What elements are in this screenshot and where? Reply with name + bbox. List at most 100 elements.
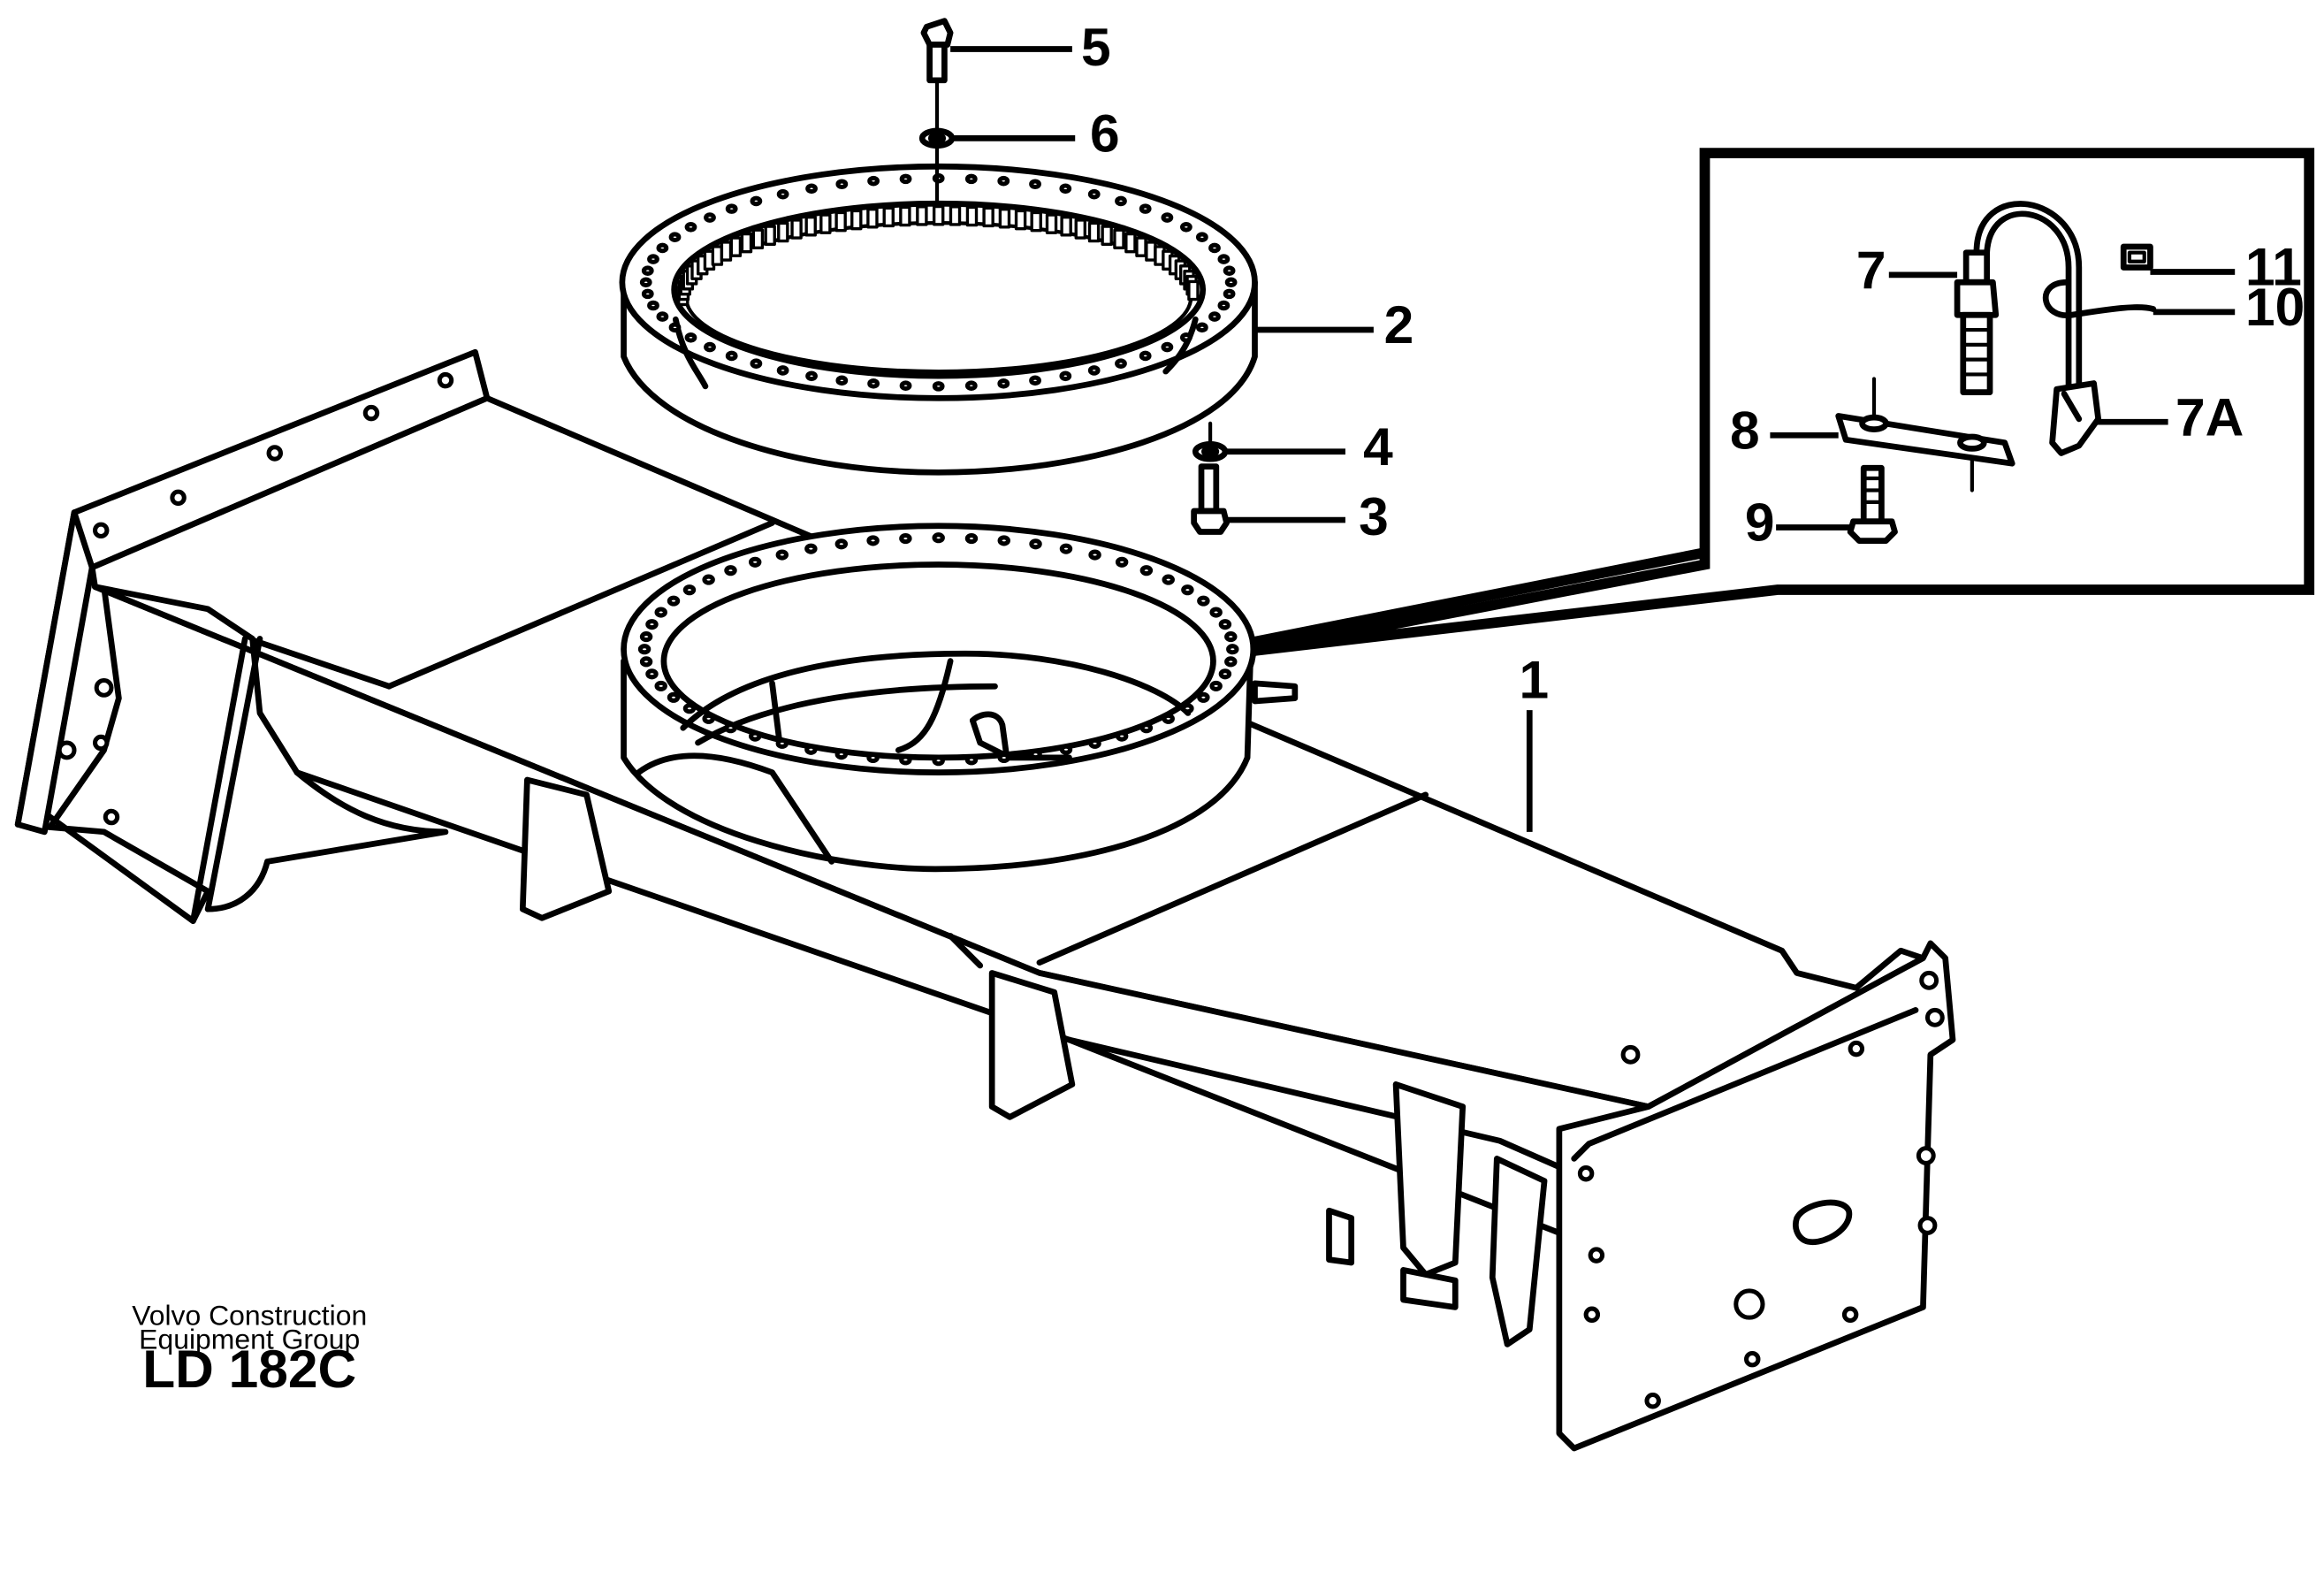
bolt-hole bbox=[1162, 574, 1175, 585]
bolt-hole bbox=[1087, 188, 1101, 200]
bolt-hole bbox=[1181, 584, 1194, 596]
bolt-hole bbox=[1195, 322, 1208, 333]
callout-6: 6 bbox=[1090, 103, 1120, 163]
bolt-hole bbox=[1224, 277, 1238, 288]
bolt-hole bbox=[1162, 713, 1175, 724]
bolt-hole bbox=[1139, 565, 1154, 576]
callout-11: 11 bbox=[2245, 237, 2302, 297]
bolt-hole bbox=[964, 380, 978, 391]
bolt-hole bbox=[1115, 556, 1129, 568]
flange-screw bbox=[1847, 464, 1898, 544]
bolt-hole bbox=[656, 242, 669, 254]
bottom-bolt bbox=[1191, 463, 1230, 535]
bolt-hole bbox=[1208, 242, 1221, 254]
bolt-hole bbox=[1223, 265, 1236, 276]
bolt-hole bbox=[1088, 549, 1101, 561]
cable-tie bbox=[2042, 279, 2157, 318]
bolt-hole bbox=[997, 175, 1010, 187]
sensor-connector bbox=[2049, 380, 2102, 456]
gear-tooth bbox=[949, 205, 962, 226]
drawing-code: LD 182C bbox=[142, 1339, 356, 1399]
bolt-hole bbox=[1161, 212, 1174, 223]
bolt-hole bbox=[1223, 288, 1236, 300]
bolt-hole bbox=[748, 730, 762, 742]
bolt-hole bbox=[1224, 656, 1238, 668]
bolt-hole bbox=[775, 737, 789, 749]
gear-tooth bbox=[1087, 221, 1101, 243]
bolt-hole bbox=[639, 631, 653, 643]
speed-sensor bbox=[1954, 201, 2083, 405]
bolt-hole bbox=[684, 221, 697, 233]
bolt-hole bbox=[668, 232, 682, 243]
gear-tooth bbox=[1113, 228, 1125, 249]
bolt-hole bbox=[1209, 680, 1223, 691]
callout-7: 7 bbox=[1856, 240, 1886, 300]
credit-line-1: Volvo Construction bbox=[132, 1300, 367, 1332]
bolt-hole bbox=[932, 532, 945, 544]
gear-tooth bbox=[1124, 232, 1137, 254]
gear-tooth bbox=[804, 216, 817, 237]
bolt-hole bbox=[1197, 691, 1210, 703]
bolt-hole bbox=[1029, 538, 1042, 550]
bolt-hole bbox=[1179, 332, 1192, 343]
bolt-hole bbox=[1139, 203, 1152, 214]
credit-line-2: Equipment Group bbox=[139, 1323, 360, 1355]
bolt-hole bbox=[1059, 370, 1072, 382]
bolt-hole bbox=[724, 565, 737, 576]
bolt-hole bbox=[1217, 300, 1231, 311]
callout-1: 1 bbox=[1520, 650, 1550, 710]
bolt-hole bbox=[997, 752, 1010, 764]
bolt-hole bbox=[1181, 703, 1194, 714]
bolt-hole bbox=[1218, 668, 1232, 680]
bolt-hole bbox=[1029, 749, 1042, 760]
bolt-hole bbox=[1226, 644, 1239, 655]
bolt-hole bbox=[932, 755, 945, 767]
bolt-hole bbox=[867, 175, 880, 187]
bolt-hole bbox=[1115, 730, 1129, 742]
gear-tooth bbox=[965, 205, 979, 227]
bolt-hole bbox=[804, 744, 818, 755]
bolt-hole bbox=[997, 378, 1010, 389]
bolt-hole bbox=[641, 265, 654, 276]
bolt-hole bbox=[704, 212, 716, 223]
gear-tooth bbox=[882, 206, 895, 228]
bolt-hole bbox=[1179, 221, 1192, 233]
bolt-hole bbox=[1208, 311, 1221, 322]
gear-tooth bbox=[850, 209, 863, 231]
bolt-hole bbox=[899, 173, 912, 185]
bolt-hole bbox=[725, 203, 738, 214]
bolt-hole bbox=[654, 607, 667, 618]
bolt-hole bbox=[1139, 350, 1152, 362]
gear-tooth bbox=[916, 205, 928, 226]
bolt-hole bbox=[899, 380, 912, 391]
bolt-hole bbox=[1218, 619, 1232, 630]
bolt-hole bbox=[1059, 183, 1072, 195]
bolt-hole bbox=[1161, 341, 1174, 353]
bolt-hole bbox=[637, 644, 651, 655]
bolt-hole bbox=[725, 350, 738, 362]
slewing-ring bbox=[619, 163, 1258, 476]
detail-inset bbox=[1253, 148, 2315, 656]
bolt-hole bbox=[805, 370, 818, 382]
gear-tooth bbox=[1101, 225, 1113, 246]
bolt-hole bbox=[804, 543, 818, 554]
bottom-washer bbox=[1192, 421, 1229, 462]
bolt-hole bbox=[866, 752, 880, 764]
bolt-hole bbox=[867, 378, 880, 389]
bolt-hole bbox=[1217, 254, 1231, 264]
bolt-hole bbox=[1224, 631, 1238, 643]
bolt-hole bbox=[834, 749, 849, 760]
gear-tooth bbox=[1074, 218, 1086, 240]
gear-tooth bbox=[998, 207, 1011, 229]
bolt-hole bbox=[645, 619, 659, 630]
gear-tooth bbox=[1135, 236, 1147, 257]
bolt-hole bbox=[1197, 595, 1210, 607]
bolt-hole bbox=[750, 195, 763, 207]
bolt-hole bbox=[1195, 232, 1208, 243]
top-washer bbox=[918, 127, 956, 149]
bolt-hole bbox=[997, 535, 1010, 546]
bolt-hole bbox=[1029, 179, 1041, 190]
bolt-hole bbox=[667, 595, 681, 607]
bolt-hole bbox=[639, 277, 652, 288]
bolt-hole bbox=[702, 713, 715, 724]
